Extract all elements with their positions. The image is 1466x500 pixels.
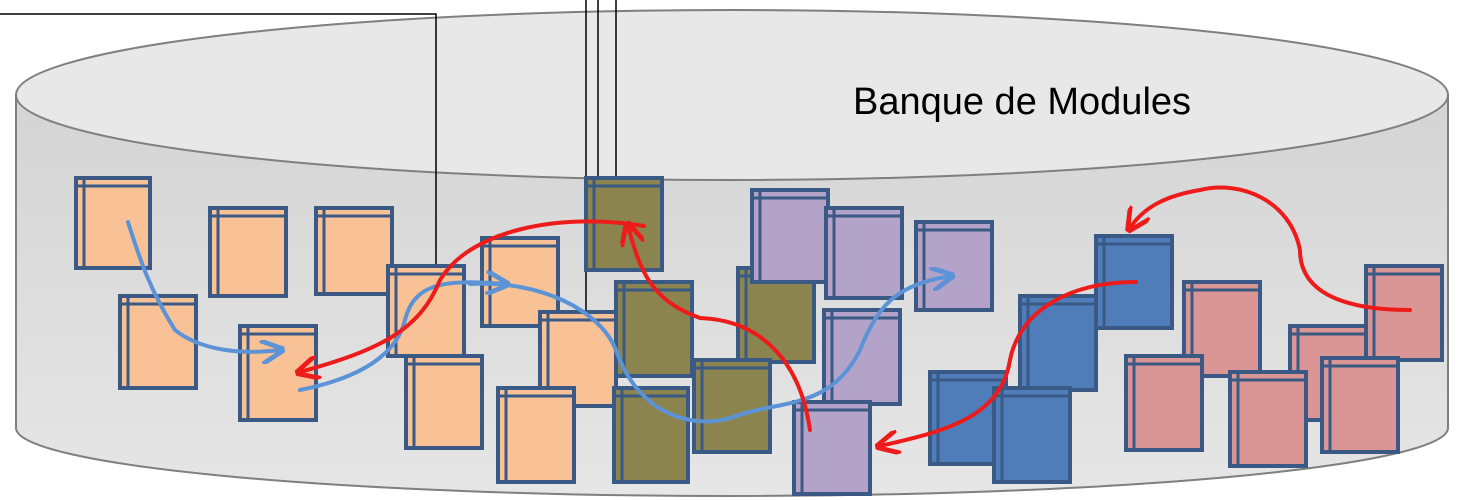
module-block-blue <box>992 386 1072 484</box>
module-block-orange <box>404 354 484 450</box>
red-flow-arrow <box>628 226 812 432</box>
module-block-orange <box>496 386 576 484</box>
module-block-orange <box>238 324 318 422</box>
blue-flow-arrow <box>298 282 505 392</box>
module-block-olive <box>614 280 694 378</box>
red-flow-arrow <box>880 280 1138 446</box>
module-block-pink <box>1320 356 1400 454</box>
module-block-pink <box>1364 264 1444 362</box>
blue-flow-arrow <box>468 276 950 424</box>
bank-title: Banque de Modules <box>853 81 1191 123</box>
module-block-purple <box>750 188 830 284</box>
module-block-pink <box>1228 370 1308 468</box>
module-block-purple <box>822 308 902 406</box>
database-cylinder <box>15 9 1449 497</box>
cylinder-top <box>15 9 1449 181</box>
module-block-orange <box>118 294 198 390</box>
flow-arrows <box>126 185 1412 447</box>
module-block-pink <box>1124 354 1204 452</box>
module-block-purple <box>914 220 994 312</box>
cylinder-side <box>15 94 1449 497</box>
module-block-orange <box>314 206 394 296</box>
module-block-orange <box>386 264 466 358</box>
module-block-olive <box>692 358 772 454</box>
blue-flow-arrow <box>126 220 280 352</box>
module-block-purple <box>824 206 904 300</box>
module-block-purple <box>792 400 872 496</box>
module-block-orange <box>208 206 288 298</box>
module-block-blue <box>1018 294 1098 392</box>
red-flow-arrow <box>1130 185 1412 312</box>
red-flow-arrow <box>300 219 646 372</box>
